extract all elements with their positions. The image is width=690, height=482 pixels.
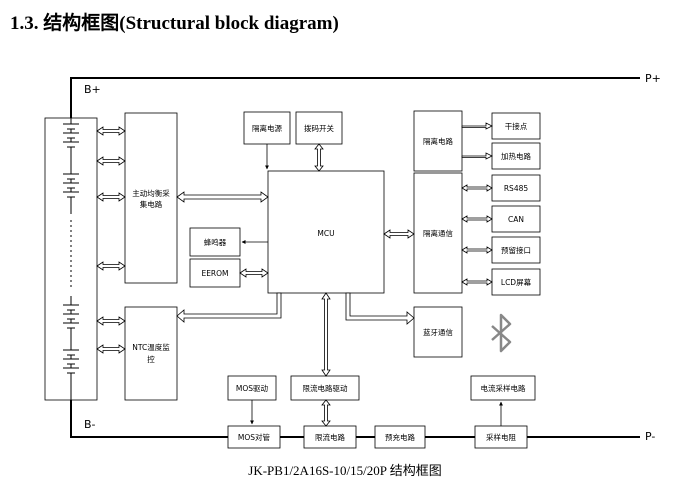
- eerom-block: EEROM: [189, 258, 241, 288]
- current-sampling-circuit-block: 电流采样电路: [470, 375, 536, 401]
- svg-text:预留接口: 预留接口: [501, 245, 531, 255]
- dry-contact-block: 干接点: [491, 112, 541, 140]
- bluetooth-comm-block: 蓝牙通信: [413, 306, 463, 358]
- mos-tube-block: MOS对管: [227, 425, 281, 449]
- svg-text:预充电路: 预充电路: [385, 432, 415, 442]
- bluetooth-icon: [491, 313, 512, 353]
- svg-text:MOS驱动: MOS驱动: [236, 383, 269, 393]
- svg-text:干接点: 干接点: [505, 121, 528, 131]
- terminal-p-minus: P-: [645, 430, 655, 443]
- terminal-p-plus: P+: [645, 72, 661, 85]
- svg-text:LCD屏幕: LCD屏幕: [501, 277, 532, 287]
- svg-text:CAN: CAN: [508, 215, 524, 224]
- heating-circuit-block: 加热电路: [491, 142, 541, 170]
- svg-text:集电路: 集电路: [140, 199, 163, 209]
- svg-text:控: 控: [147, 354, 155, 364]
- svg-text:主动均衡采: 主动均衡采: [132, 188, 170, 198]
- battery-pack: [44, 117, 98, 401]
- active-balance-block: 主动均衡采 集电路: [124, 112, 178, 284]
- svg-text:MOS对管: MOS对管: [238, 432, 271, 442]
- svg-text:MCU: MCU: [317, 229, 334, 238]
- isolated-power-block: 隔离电源: [243, 111, 291, 145]
- ntc-temperature-block: NTC温度监 控: [124, 306, 178, 401]
- lcd-screen-block: LCD屏幕: [491, 268, 541, 296]
- svg-text:限流电路: 限流电路: [315, 432, 345, 442]
- precharge-circuit-block: 预充电路: [374, 425, 426, 449]
- svg-text:采样电阻: 采样电阻: [486, 432, 516, 442]
- rs485-block: RS485: [491, 174, 541, 202]
- limit-driver-arrow: [321, 399, 331, 427]
- svg-text:蓝牙通信: 蓝牙通信: [423, 327, 453, 337]
- mos-driver-block: MOS驱动: [227, 375, 277, 401]
- terminal-b-minus: B-: [84, 418, 96, 431]
- dip-switch-block: 拨码开关: [295, 111, 343, 145]
- reserved-interface-block: 预留接口: [491, 236, 541, 264]
- power-wires: [70, 77, 640, 438]
- current-limit-driver-block: 限流电路驱动: [290, 375, 360, 401]
- mcu-block: MCU: [267, 170, 385, 294]
- battery-cell-icon: [63, 118, 79, 400]
- svg-text:隔离电路: 隔离电路: [423, 136, 453, 146]
- isolation-circuit-block: 隔离电路: [413, 110, 463, 172]
- current-limit-circuit-block: 限流电路: [303, 425, 357, 449]
- buzzer-block: 蜂鸣器: [189, 227, 241, 257]
- svg-text:蜂鸣器: 蜂鸣器: [204, 237, 227, 247]
- page-title: 1.3. 结构框图(Structural block diagram): [10, 13, 339, 34]
- sampling-resistor-block: 采样电阻: [474, 425, 528, 449]
- terminal-b-plus: B+: [84, 83, 101, 96]
- isolated-comm-block: 隔离通信: [413, 172, 463, 294]
- can-block: CAN: [491, 205, 541, 233]
- svg-text:NTC温度监: NTC温度监: [132, 342, 170, 352]
- svg-text:EEROM: EEROM: [201, 269, 228, 278]
- signal-lines: [241, 144, 503, 426]
- svg-text:拨码开关: 拨码开关: [304, 123, 334, 133]
- svg-text:限流电路驱动: 限流电路驱动: [303, 383, 348, 393]
- svg-text:隔离通信: 隔离通信: [423, 228, 453, 238]
- connector-arrows: [96, 122, 493, 377]
- svg-text:隔离电源: 隔离电源: [252, 123, 282, 133]
- diagram-caption: JK-PB1/2A16S-10/15/20P 结构框图: [248, 463, 442, 478]
- svg-text:RS485: RS485: [504, 184, 529, 193]
- svg-text:加热电路: 加热电路: [501, 151, 531, 161]
- svg-text:电流采样电路: 电流采样电路: [481, 383, 526, 393]
